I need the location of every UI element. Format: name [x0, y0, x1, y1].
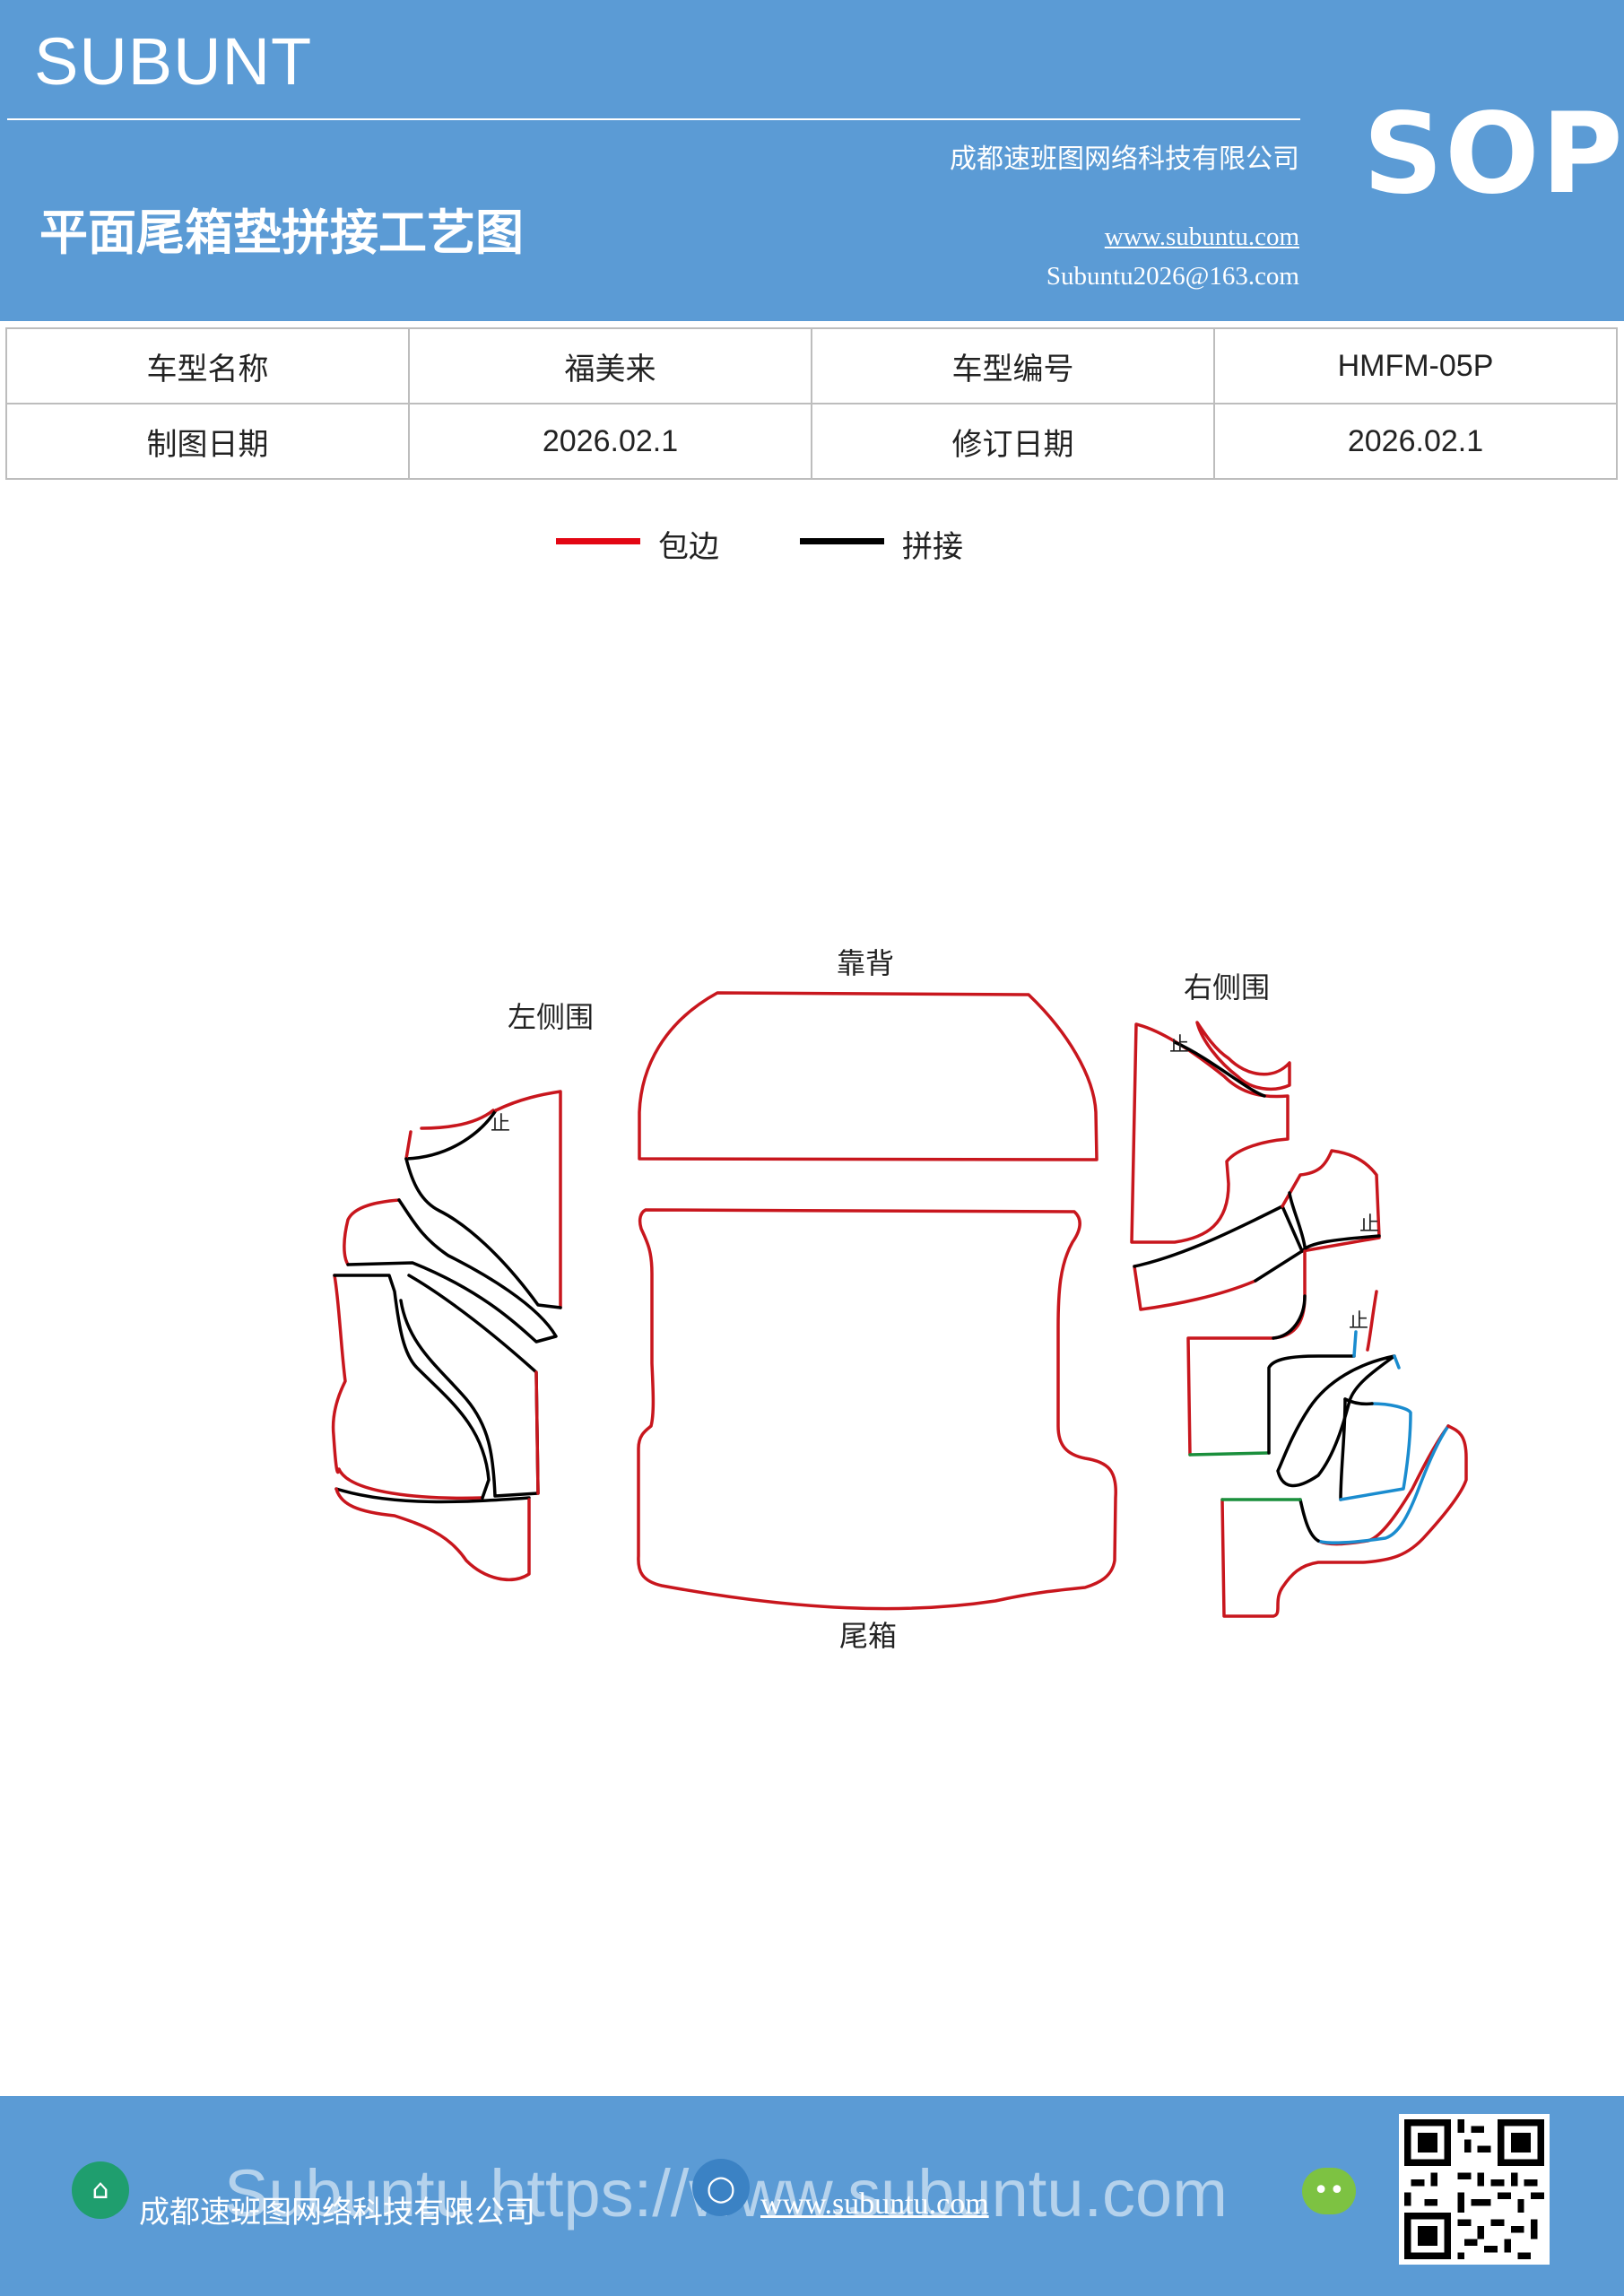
header-banner: SUBUNT 平面尾箱垫拼接工艺图 成都速班图网络科技有限公司 www.subu… — [0, 0, 1624, 321]
label-backrest: 靠背 — [837, 946, 894, 980]
brand-logo: SUBUNT — [34, 24, 313, 99]
left-side-piece-5 — [534, 1370, 540, 1495]
right-side-seam-5 — [1272, 1294, 1307, 1340]
sop-badge: SOP — [1363, 90, 1624, 219]
right-side-piece-4 — [1281, 1149, 1381, 1253]
qr-code-icon — [1404, 2119, 1544, 2259]
stop-mark: 止 — [1359, 1213, 1379, 1236]
legend-label-seam: 拼接 — [902, 529, 963, 565]
footer-banner: Subuntu https://www.subuntu.com ⌂ 成都速班图网… — [0, 2096, 1624, 2296]
legend: 包边 拼接 — [0, 522, 1624, 576]
left-side-seam-1 — [404, 1109, 498, 1161]
company-name: 成都速班图网络科技有限公司 — [950, 144, 1299, 175]
left-side-seam-3 — [346, 1198, 558, 1344]
email-address[interactable]: Subuntu2026@163.com — [1046, 262, 1299, 291]
qr-code — [1399, 2114, 1550, 2265]
globe-icon: ○ — [692, 2159, 750, 2216]
left-side-piece-3 — [343, 1198, 401, 1266]
trunk-piece — [637, 1208, 1117, 1611]
wechat-icon[interactable]: •• — [1302, 2168, 1356, 2214]
footer-website-link[interactable]: www.subuntu.com — [760, 2187, 989, 2221]
left-side-piece-6 — [334, 1487, 531, 1582]
left-side-piece-1 — [420, 1109, 495, 1130]
label-trunk: 尾箱 — [839, 1619, 897, 1653]
header-divider — [7, 118, 1300, 120]
right-side-seam-8 — [1339, 1397, 1347, 1501]
left-side-seam-5 — [399, 1274, 540, 1498]
table-row: 车型名称 福美来 车型编号 HMFM-05P — [5, 327, 1618, 404]
right-side-piece-6 — [1316, 1424, 1450, 1546]
right-side-seam-6 — [1267, 1354, 1356, 1455]
label-revision-date: 修订日期 — [811, 403, 1215, 480]
legend-swatch-seam — [800, 538, 884, 544]
value-draw-date: 2026.02.1 — [408, 403, 812, 480]
mat-splice-diagram: 靠背 左侧围 右侧围 尾箱 止 止 止 止 — [331, 946, 1468, 1653]
document-title: 平面尾箱垫拼接工艺图 — [39, 204, 524, 261]
stop-mark: 止 — [491, 1113, 510, 1135]
value-model-code: HMFM-05P — [1213, 327, 1618, 404]
left-side-piece-4 — [331, 1274, 484, 1500]
label-left-side: 左侧围 — [508, 1000, 594, 1034]
right-side-seam-10 — [1298, 1498, 1320, 1543]
right-side-piece-1 — [1130, 1022, 1290, 1244]
right-side-piece-3 — [1133, 1265, 1257, 1311]
right-side-piece-2 — [1195, 1021, 1291, 1091]
right-side-blue-4 — [1316, 1424, 1450, 1544]
info-table: 车型名称 福美来 车型编号 HMFM-05P 制图日期 2026.02.1 修订… — [5, 327, 1618, 480]
label-draw-date: 制图日期 — [5, 403, 410, 480]
right-side-blue-1 — [1352, 1330, 1358, 1358]
right-side-seam-9 — [1343, 1397, 1374, 1406]
right-side-blue-2 — [1393, 1354, 1401, 1370]
right-side-seam-2 — [1133, 1205, 1284, 1268]
stop-mark: 止 — [1349, 1310, 1368, 1333]
right-side-seam-7 — [1276, 1354, 1396, 1488]
right-side-seam-4 — [1288, 1191, 1381, 1253]
label-model-code: 车型编号 — [811, 327, 1215, 404]
left-side-seam-4 — [333, 1274, 491, 1500]
left-side-piece-2 — [404, 1090, 562, 1309]
right-side-seam-1 — [1173, 1040, 1266, 1098]
right-side-blue-3 — [1339, 1402, 1412, 1501]
footer-company-name: 成都速班图网络科技有限公司 — [139, 2195, 535, 2231]
value-revision-date: 2026.02.1 — [1213, 403, 1618, 480]
left-side-seam-2 — [404, 1157, 562, 1309]
stop-mark: 止 — [1169, 1034, 1189, 1057]
right-side-piece-7 — [1220, 1424, 1468, 1618]
legend-label-edge: 包边 — [658, 529, 719, 565]
label-right-side: 右侧围 — [1184, 970, 1270, 1004]
building-icon: ⌂ — [72, 2161, 129, 2219]
left-side-seam-6 — [334, 1487, 531, 1504]
label-model-name: 车型名称 — [5, 327, 410, 404]
backrest-piece — [638, 991, 1099, 1161]
right-side-piece-5 — [1186, 1249, 1378, 1457]
table-row: 制图日期 2026.02.1 修订日期 2026.02.1 — [5, 403, 1618, 480]
right-side-green-1 — [1188, 1451, 1271, 1457]
value-model-name: 福美来 — [408, 327, 812, 404]
legend-swatch-edge — [556, 538, 640, 544]
website-link[interactable]: www.subuntu.com — [1104, 222, 1299, 251]
